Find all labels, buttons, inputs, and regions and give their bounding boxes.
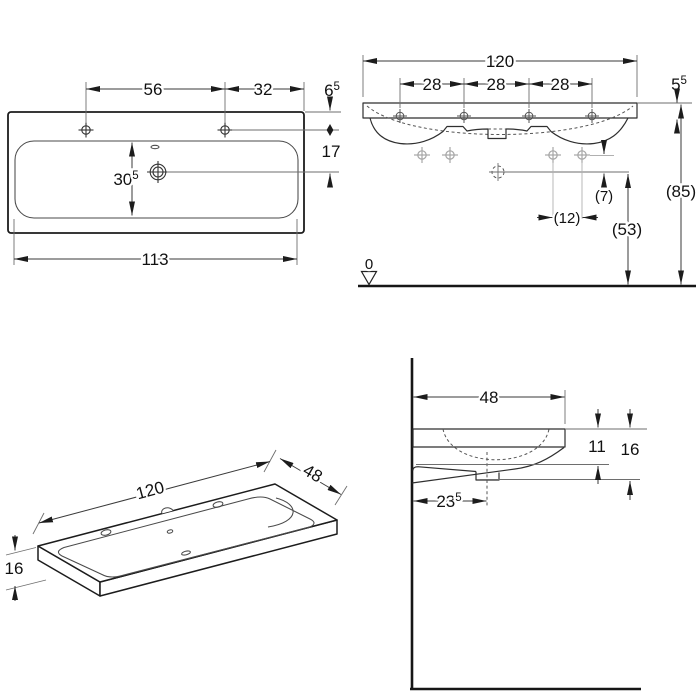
dim-label-drain-height: (53) — [612, 220, 642, 239]
dim-point-marker — [326, 124, 334, 136]
dim-label-edge-to-taps: 65 — [324, 81, 340, 100]
dim-label-drain-offset: 235 — [436, 492, 461, 511]
small-hole-icon — [166, 529, 174, 534]
tap-hole-icon — [217, 122, 233, 138]
dim-label-rim-thickness: 55 — [671, 75, 687, 94]
drain-axis-icon — [489, 163, 507, 181]
fixing-hole-icon — [574, 147, 590, 163]
drain-icon — [181, 550, 191, 556]
iso-bowl-wall-curve — [267, 497, 294, 528]
dim-label-tap-span: 56 — [144, 80, 163, 99]
side-rim-section — [412, 428, 566, 448]
dim-label-tap-to-edge: 32 — [254, 80, 273, 99]
dim-label-bowl-width: 305 — [113, 170, 138, 189]
datum-icon: 0 — [360, 254, 378, 286]
side-view: 48 11 16 235 — [410, 358, 647, 691]
dim-label-iso-length: 120 — [134, 478, 166, 504]
side-mounting-edge — [412, 466, 477, 473]
dim-label-hole-spacing-2: 28 — [487, 75, 506, 94]
front-hidden-bowl-line — [366, 105, 634, 135]
fixing-hole-icon — [414, 147, 430, 163]
dim-label-taps-to-drain: 17 — [322, 142, 341, 161]
fixing-hole-icon — [545, 147, 561, 163]
isometric-view: 120 48 16 — [2, 449, 348, 601]
dim-label-fix-to-drain: (7) — [595, 188, 613, 205]
front-view: 120 28 28 28 55 (7) (12) (53) (85) 0 — [358, 50, 698, 288]
dim-label-inner-length: 113 — [141, 250, 168, 269]
dim-label-drop-front: 11 — [588, 437, 606, 456]
plan-view: 56 32 65 17 305 113 — [7, 78, 343, 271]
tap-hole-icon — [457, 109, 471, 123]
front-bowl-outline — [369, 117, 629, 145]
dim-label-iso-depth: 48 — [300, 460, 326, 486]
tap-hole-icon — [585, 109, 599, 123]
dim-label-overall-width: 120 — [486, 52, 514, 71]
tap-hole-icon — [393, 109, 407, 123]
front-rim — [362, 102, 638, 119]
datum-label: 0 — [365, 256, 373, 273]
tap-hole-icon — [100, 529, 112, 536]
dim-label-fix-spacing: (12) — [554, 210, 581, 227]
dim-label-hole-spacing-3: 28 — [551, 75, 570, 94]
overflow-icon — [150, 144, 160, 150]
dim-label-hole-spacing-1: 28 — [423, 75, 442, 94]
fixing-hole-icon — [442, 147, 458, 163]
dim-label-side-depth: 48 — [480, 388, 499, 407]
tap-hole-icon — [78, 122, 94, 138]
dim-label-top-height: (85) — [666, 182, 696, 201]
side-hidden-bowl-line — [442, 428, 550, 461]
dim-label-drop-total: 16 — [621, 440, 640, 459]
tap-hole-icon — [522, 109, 536, 123]
dim-label-iso-thickness: 16 — [5, 559, 24, 578]
side-bowl-underside — [411, 447, 565, 484]
drain-icon — [147, 161, 169, 183]
